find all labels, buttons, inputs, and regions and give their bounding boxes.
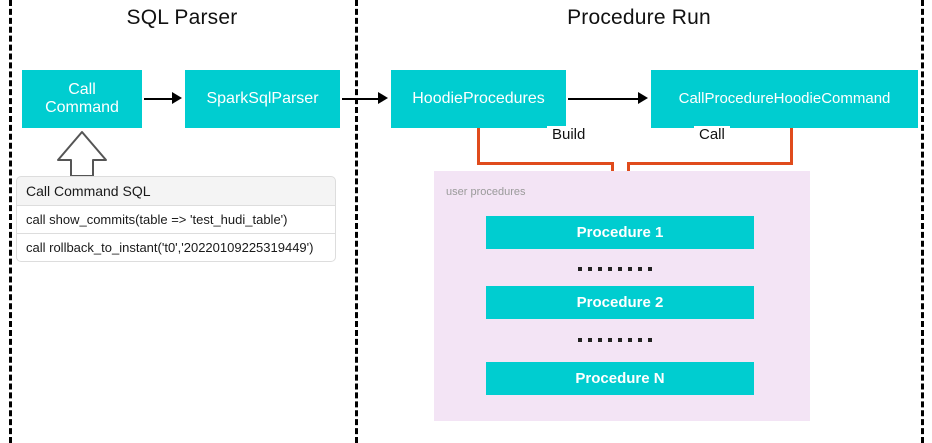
node-call-command-line2: Command (45, 99, 119, 116)
orange-line-call-vertical-down (627, 162, 630, 174)
section-divider-left (9, 0, 12, 443)
arrow-head-hoodie-to-command (638, 92, 648, 104)
user-procedures-caption: user procedures (446, 186, 526, 198)
node-hoodie-procedures[interactable]: HoodieProcedures (391, 70, 566, 128)
arrow-line-hoodie-to-command (568, 98, 640, 100)
procedure-box-1[interactable]: Procedure 1 (486, 216, 754, 249)
section-title-procedure-run: Procedure Run (567, 6, 711, 29)
node-call-command[interactable]: Call Command (22, 70, 142, 128)
arrow-line-call-to-parser (144, 98, 174, 100)
orange-line-build-vertical-down (611, 162, 614, 174)
orange-line-build-vertical-left (477, 128, 480, 164)
edge-label-build: Build (547, 126, 591, 143)
procedure-ellipsis-1 (578, 267, 652, 271)
node-call-command-line1: Call (68, 80, 96, 98)
sql-table-row[interactable]: call show_commits(table => 'test_hudi_ta… (16, 206, 336, 234)
section-title-sql-parser: SQL Parser (126, 6, 238, 29)
arrow-head-parser-to-hoodie (378, 92, 388, 104)
procedure-ellipsis-2 (578, 338, 652, 342)
orange-line-call-vertical-right (790, 128, 793, 164)
procedure-box-2[interactable]: Procedure 2 (486, 286, 754, 319)
procedure-box-n[interactable]: Procedure N (486, 362, 754, 395)
orange-line-call-horizontal (627, 162, 793, 165)
section-divider-middle (355, 0, 358, 443)
node-call-procedure-hoodie-command[interactable]: CallProcedureHoodieCommand (651, 70, 918, 128)
arrow-head-call-to-parser (172, 92, 182, 104)
edge-label-call: Call (694, 126, 730, 143)
node-spark-sql-parser[interactable]: SparkSqlParser (185, 70, 340, 128)
orange-line-build-horizontal (477, 162, 613, 165)
call-command-sql-table: Call Command SQL call show_commits(table… (16, 176, 336, 262)
arrow-line-parser-to-hoodie (342, 98, 380, 100)
sql-table-header: Call Command SQL (16, 176, 336, 206)
sql-table-row[interactable]: call rollback_to_instant('t0','202201092… (16, 234, 336, 262)
section-divider-right (921, 0, 924, 443)
